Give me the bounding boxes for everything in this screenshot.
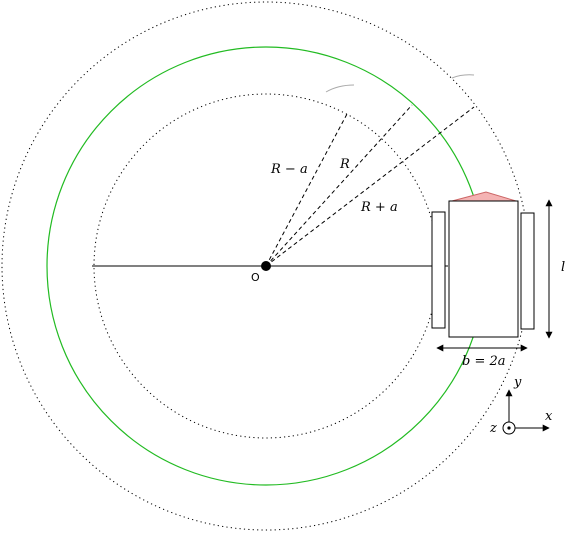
label-center-radius: R [339, 157, 350, 172]
z-axis-dot [507, 426, 511, 430]
left-wheel [431, 211, 446, 329]
radius-line-outer [265, 106, 475, 267]
arc-hint-left [325, 84, 355, 93]
robot-heading-marker [451, 191, 517, 202]
label-axis-x: x [545, 409, 553, 424]
label-axis-z: z [489, 421, 497, 436]
label-outer-radius: R + a [360, 200, 398, 215]
arc-hint-right [451, 74, 475, 79]
right-wheel [520, 212, 535, 330]
label-origin: O [251, 271, 260, 284]
label-length: l [561, 260, 565, 275]
robot-body [448, 200, 519, 338]
radius-line-inner [265, 113, 348, 267]
origin-point [261, 261, 271, 271]
radius-line-center [265, 104, 413, 267]
robot [431, 191, 535, 338]
label-axis-y: y [513, 375, 522, 390]
label-inner-radius: R − a [270, 162, 308, 177]
label-width: b = 2a [462, 354, 506, 369]
coordinate-frame: y x z [489, 375, 553, 436]
